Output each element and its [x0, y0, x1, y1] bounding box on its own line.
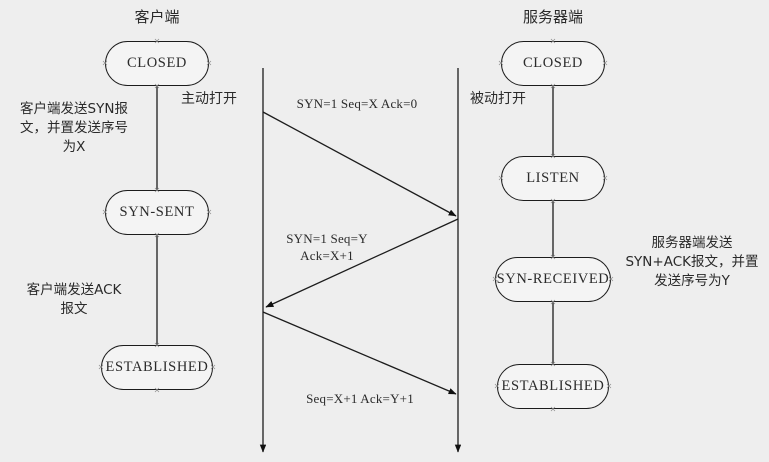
server-state-closed[interactable]: CLOSED	[501, 40, 605, 86]
client-annotation-1: 客户端发送SYN报文，并置发送序号为X	[20, 100, 128, 157]
annotation-line: 文，并置发送序号	[20, 120, 128, 136]
message-label-line: SYN=1 Seq=X Ack=0	[296, 96, 418, 111]
server-annotation-1: 服务器端发送 SYN+ACK报文，并置发送序号为Y	[625, 234, 758, 291]
active-open-label: 主动打开	[181, 91, 237, 107]
message-label-line: Ack=X+1	[300, 248, 354, 263]
server-state-syn-received[interactable]: SYN-RECEIVED	[495, 256, 611, 302]
client-annotation-2: 客户端发送ACK 报文	[27, 281, 122, 319]
annotation-line: 服务器端发送	[651, 235, 733, 251]
server-state-established[interactable]: ESTABLISHED	[497, 363, 609, 409]
message-label-syn-ack: SYN=1 Seq=Y Ack=X+1	[286, 230, 368, 264]
server-state-listen[interactable]: LISTEN	[501, 155, 605, 201]
client-column-title: 客户端	[134, 8, 180, 26]
message-arrow-syn	[262, 111, 457, 217]
message-label-line: SYN=1 Seq=Y	[286, 231, 368, 246]
passive-open-label: 被动打开	[470, 91, 526, 107]
annotation-line: SYN+ACK报文，并置	[625, 254, 759, 270]
client-state-syn-sent[interactable]: SYN-SENT	[105, 189, 209, 235]
message-arrow-ack	[262, 311, 457, 395]
message-label-syn: SYN=1 Seq=X Ack=0	[297, 95, 418, 112]
annotation-line: 为X	[62, 139, 86, 155]
client-state-established[interactable]: ESTABLISHED	[101, 344, 213, 390]
message-label-line: Seq=X+1 Ack=Y+1	[306, 391, 414, 406]
annotation-line: 报文	[60, 301, 88, 317]
annotation-line: 客户端发送ACK	[26, 282, 122, 298]
message-label-ack: Seq=X+1 Ack=Y+1	[306, 390, 414, 407]
annotation-line: 客户端发送SYN报	[20, 101, 128, 117]
server-column-title: 服务器端	[522, 8, 584, 26]
client-state-closed[interactable]: CLOSED	[105, 40, 209, 86]
message-arrow-syn-ack	[265, 218, 459, 308]
annotation-line: 发送序号为Y	[654, 273, 730, 289]
